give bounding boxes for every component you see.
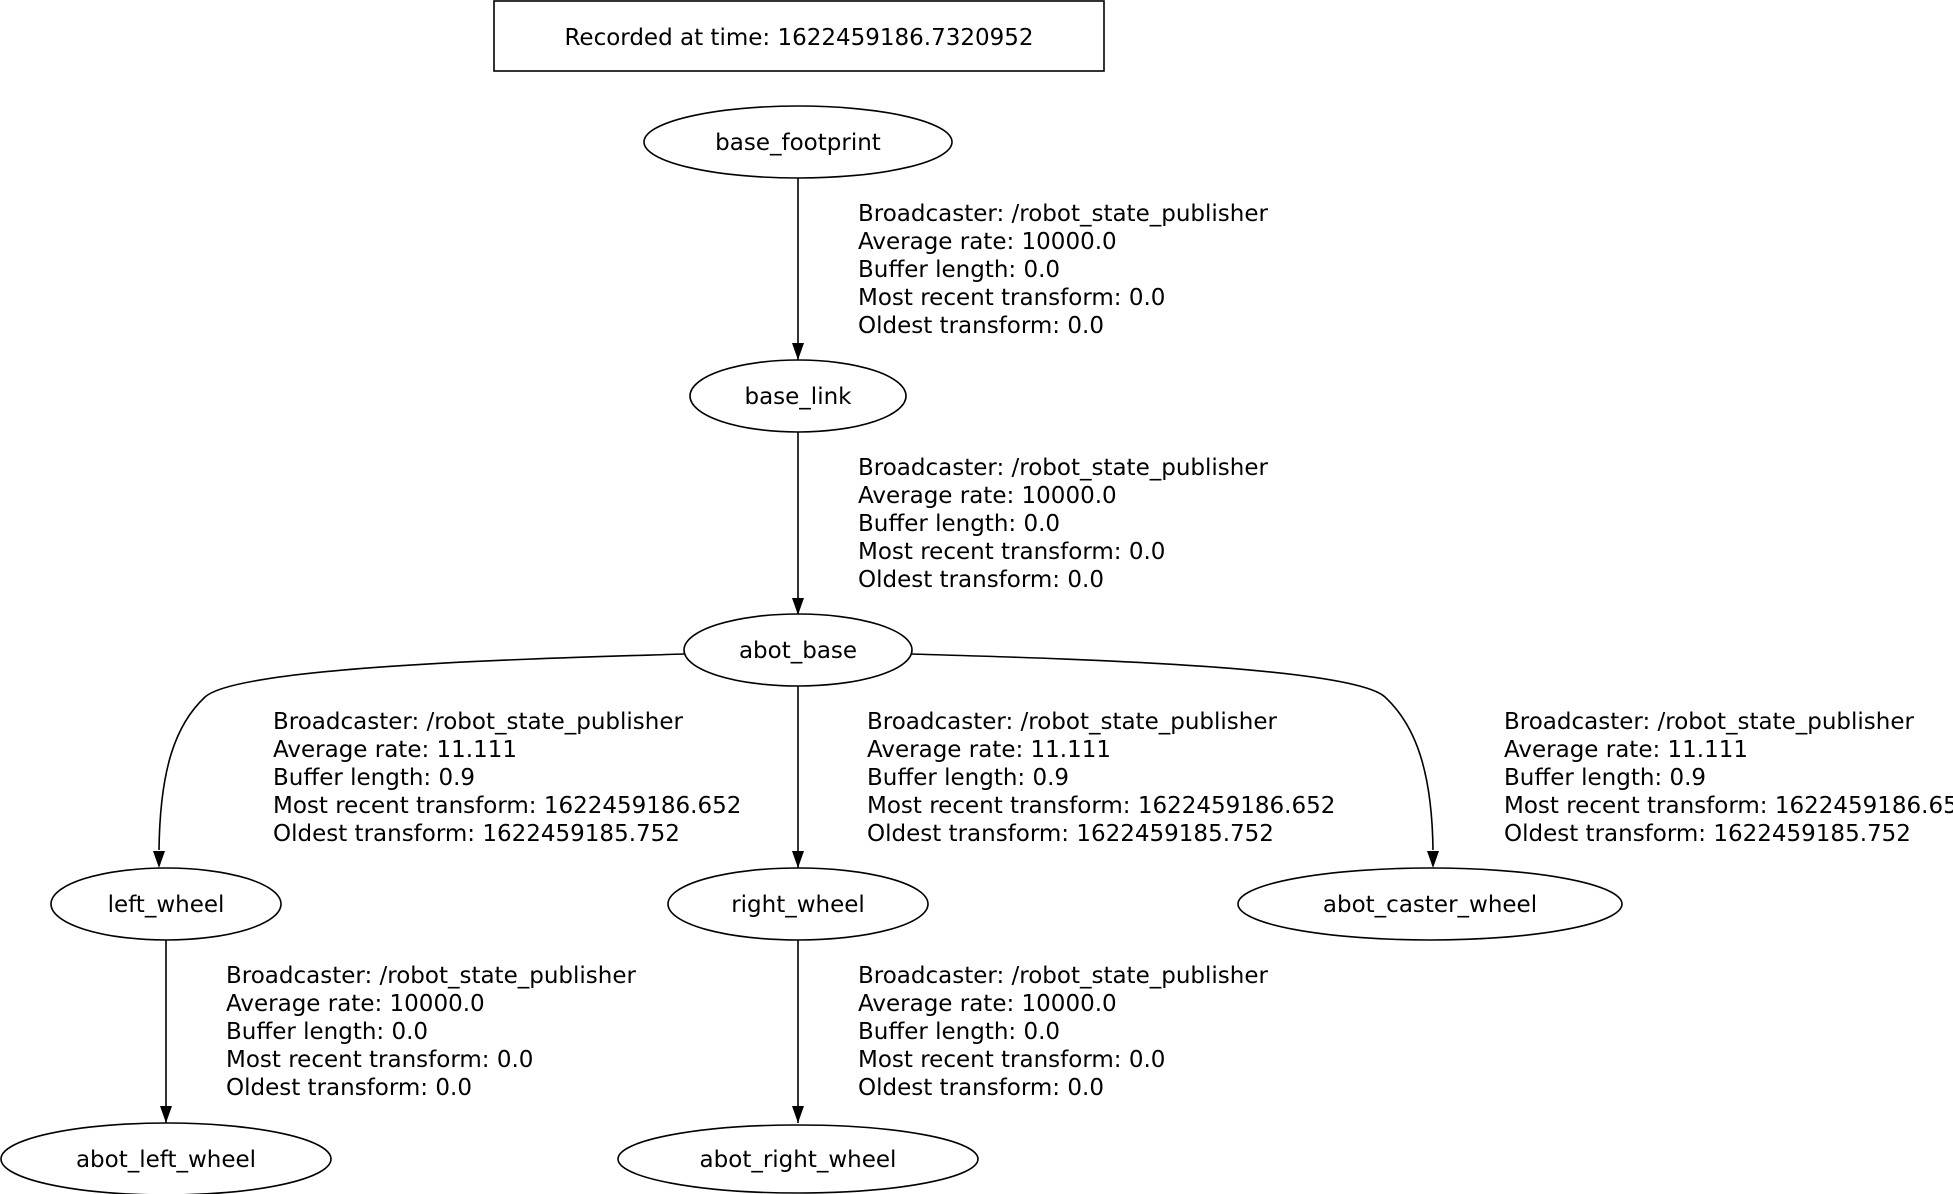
edge-average-rate-label: Average rate: 10000.0 (226, 991, 485, 1017)
edge-broadcaster-label: Broadcaster: /robot_state_publisher (1504, 709, 1914, 735)
arrowhead-icon (792, 343, 804, 360)
nodes: base_footprint base_link abot_base left_… (0, 105, 1623, 1194)
node-label: abot_base (739, 638, 857, 664)
edge-oldest-label: Oldest transform: 0.0 (858, 567, 1104, 593)
node-ellipse (617, 1124, 979, 1194)
edge-base-to-left-wheel: Broadcaster: /robot_state_publisher Aver… (153, 653, 741, 868)
edge-buffer-length-label: Buffer length: 0.9 (273, 765, 475, 791)
node-ellipse (683, 613, 913, 687)
node-label: right_wheel (731, 892, 865, 918)
arrowhead-icon (160, 1106, 172, 1123)
node-label: abot_left_wheel (76, 1147, 256, 1173)
edges: Broadcaster: /robot_state_publisher Aver… (153, 178, 1953, 1123)
arrowhead-icon (1427, 851, 1439, 868)
edge-oldest-label: Oldest transform: 1622459185.752 (1504, 821, 1911, 847)
edge-oldest-label: Oldest transform: 0.0 (858, 313, 1104, 339)
edge-average-rate-label: Average rate: 10000.0 (858, 991, 1117, 1017)
edge-broadcaster-label: Broadcaster: /robot_state_publisher (226, 963, 636, 989)
node-right-wheel[interactable]: right_wheel (667, 867, 929, 941)
edge-broadcaster-label: Broadcaster: /robot_state_publisher (858, 201, 1268, 227)
arrowhead-icon (792, 851, 804, 868)
edge-link-to-base: Broadcaster: /robot_state_publisher Aver… (792, 432, 1268, 615)
edge-buffer-length-label: Buffer length: 0.0 (858, 1019, 1060, 1045)
node-abot-right-wheel[interactable]: abot_right_wheel (617, 1124, 979, 1194)
edge-broadcaster-label: Broadcaster: /robot_state_publisher (858, 963, 1268, 989)
edge-oldest-label: Oldest transform: 1622459185.752 (867, 821, 1274, 847)
node-label: left_wheel (108, 892, 225, 918)
edge-left-wheel-to-abot-left-wheel: Broadcaster: /robot_state_publisher Aver… (160, 940, 636, 1123)
edge-line (158, 653, 685, 851)
edge-buffer-length-label: Buffer length: 0.0 (226, 1019, 428, 1045)
node-label: base_link (744, 384, 852, 410)
edge-oldest-label: Oldest transform: 0.0 (226, 1075, 472, 1101)
edge-base-to-right-wheel: Broadcaster: /robot_state_publisher Aver… (792, 686, 1335, 868)
recorded-time-frame (493, 0, 1105, 72)
edge-most-recent-label: Most recent transform: 0.0 (858, 539, 1165, 565)
node-abot-caster-wheel[interactable]: abot_caster_wheel (1237, 867, 1623, 941)
recorded-time-text: Recorded at time: 1622459186.7320952 (564, 25, 1033, 51)
recorded-time-box: Recorded at time: 1622459186.7320952 (493, 0, 1105, 72)
node-ellipse (50, 867, 282, 941)
edge-most-recent-label: Most recent transform: 1622459186.652 (273, 793, 741, 819)
edge-base-to-caster-wheel: Broadcaster: /robot_state_publisher Aver… (911, 653, 1953, 868)
edge-buffer-length-label: Buffer length: 0.0 (858, 511, 1060, 537)
arrowhead-icon (153, 851, 165, 868)
edge-most-recent-label: Most recent transform: 0.0 (858, 285, 1165, 311)
edge-right-wheel-to-abot-right-wheel: Broadcaster: /robot_state_publisher Aver… (792, 940, 1268, 1123)
edge-footprint-to-link: Broadcaster: /robot_state_publisher Aver… (792, 178, 1268, 360)
edge-broadcaster-label: Broadcaster: /robot_state_publisher (273, 709, 683, 735)
node-ellipse (689, 359, 907, 433)
edge-buffer-length-label: Buffer length: 0.0 (858, 257, 1060, 283)
node-base-footprint[interactable]: base_footprint (643, 105, 953, 179)
node-label: base_footprint (715, 130, 881, 156)
edge-oldest-label: Oldest transform: 0.0 (858, 1075, 1104, 1101)
edge-buffer-length-label: Buffer length: 0.9 (867, 765, 1069, 791)
edge-most-recent-label: Most recent transform: 1622459186.652 (1504, 793, 1953, 819)
edge-most-recent-label: Most recent transform: 0.0 (858, 1047, 1165, 1073)
node-ellipse (0, 1122, 332, 1194)
node-abot-left-wheel[interactable]: abot_left_wheel (0, 1122, 332, 1194)
edge-line (911, 653, 1434, 851)
node-label: abot_right_wheel (700, 1147, 897, 1173)
edge-broadcaster-label: Broadcaster: /robot_state_publisher (867, 709, 1277, 735)
node-label: abot_caster_wheel (1323, 892, 1537, 918)
edge-average-rate-label: Average rate: 11.111 (1504, 737, 1748, 763)
arrowhead-icon (792, 598, 804, 615)
edge-oldest-label: Oldest transform: 1622459185.752 (273, 821, 680, 847)
node-ellipse (643, 105, 953, 179)
node-abot-base[interactable]: abot_base (683, 613, 913, 687)
edge-average-rate-label: Average rate: 10000.0 (858, 483, 1117, 509)
node-left-wheel[interactable]: left_wheel (50, 867, 282, 941)
node-ellipse (1237, 867, 1623, 941)
edge-average-rate-label: Average rate: 11.111 (273, 737, 517, 763)
edge-average-rate-label: Average rate: 11.111 (867, 737, 1111, 763)
edge-buffer-length-label: Buffer length: 0.9 (1504, 765, 1706, 791)
node-ellipse (667, 867, 929, 941)
edge-broadcaster-label: Broadcaster: /robot_state_publisher (858, 455, 1268, 481)
edge-most-recent-label: Most recent transform: 0.0 (226, 1047, 533, 1073)
arrowhead-icon (792, 1106, 804, 1123)
edge-average-rate-label: Average rate: 10000.0 (858, 229, 1117, 255)
node-base-link[interactable]: base_link (689, 359, 907, 433)
edge-most-recent-label: Most recent transform: 1622459186.652 (867, 793, 1335, 819)
